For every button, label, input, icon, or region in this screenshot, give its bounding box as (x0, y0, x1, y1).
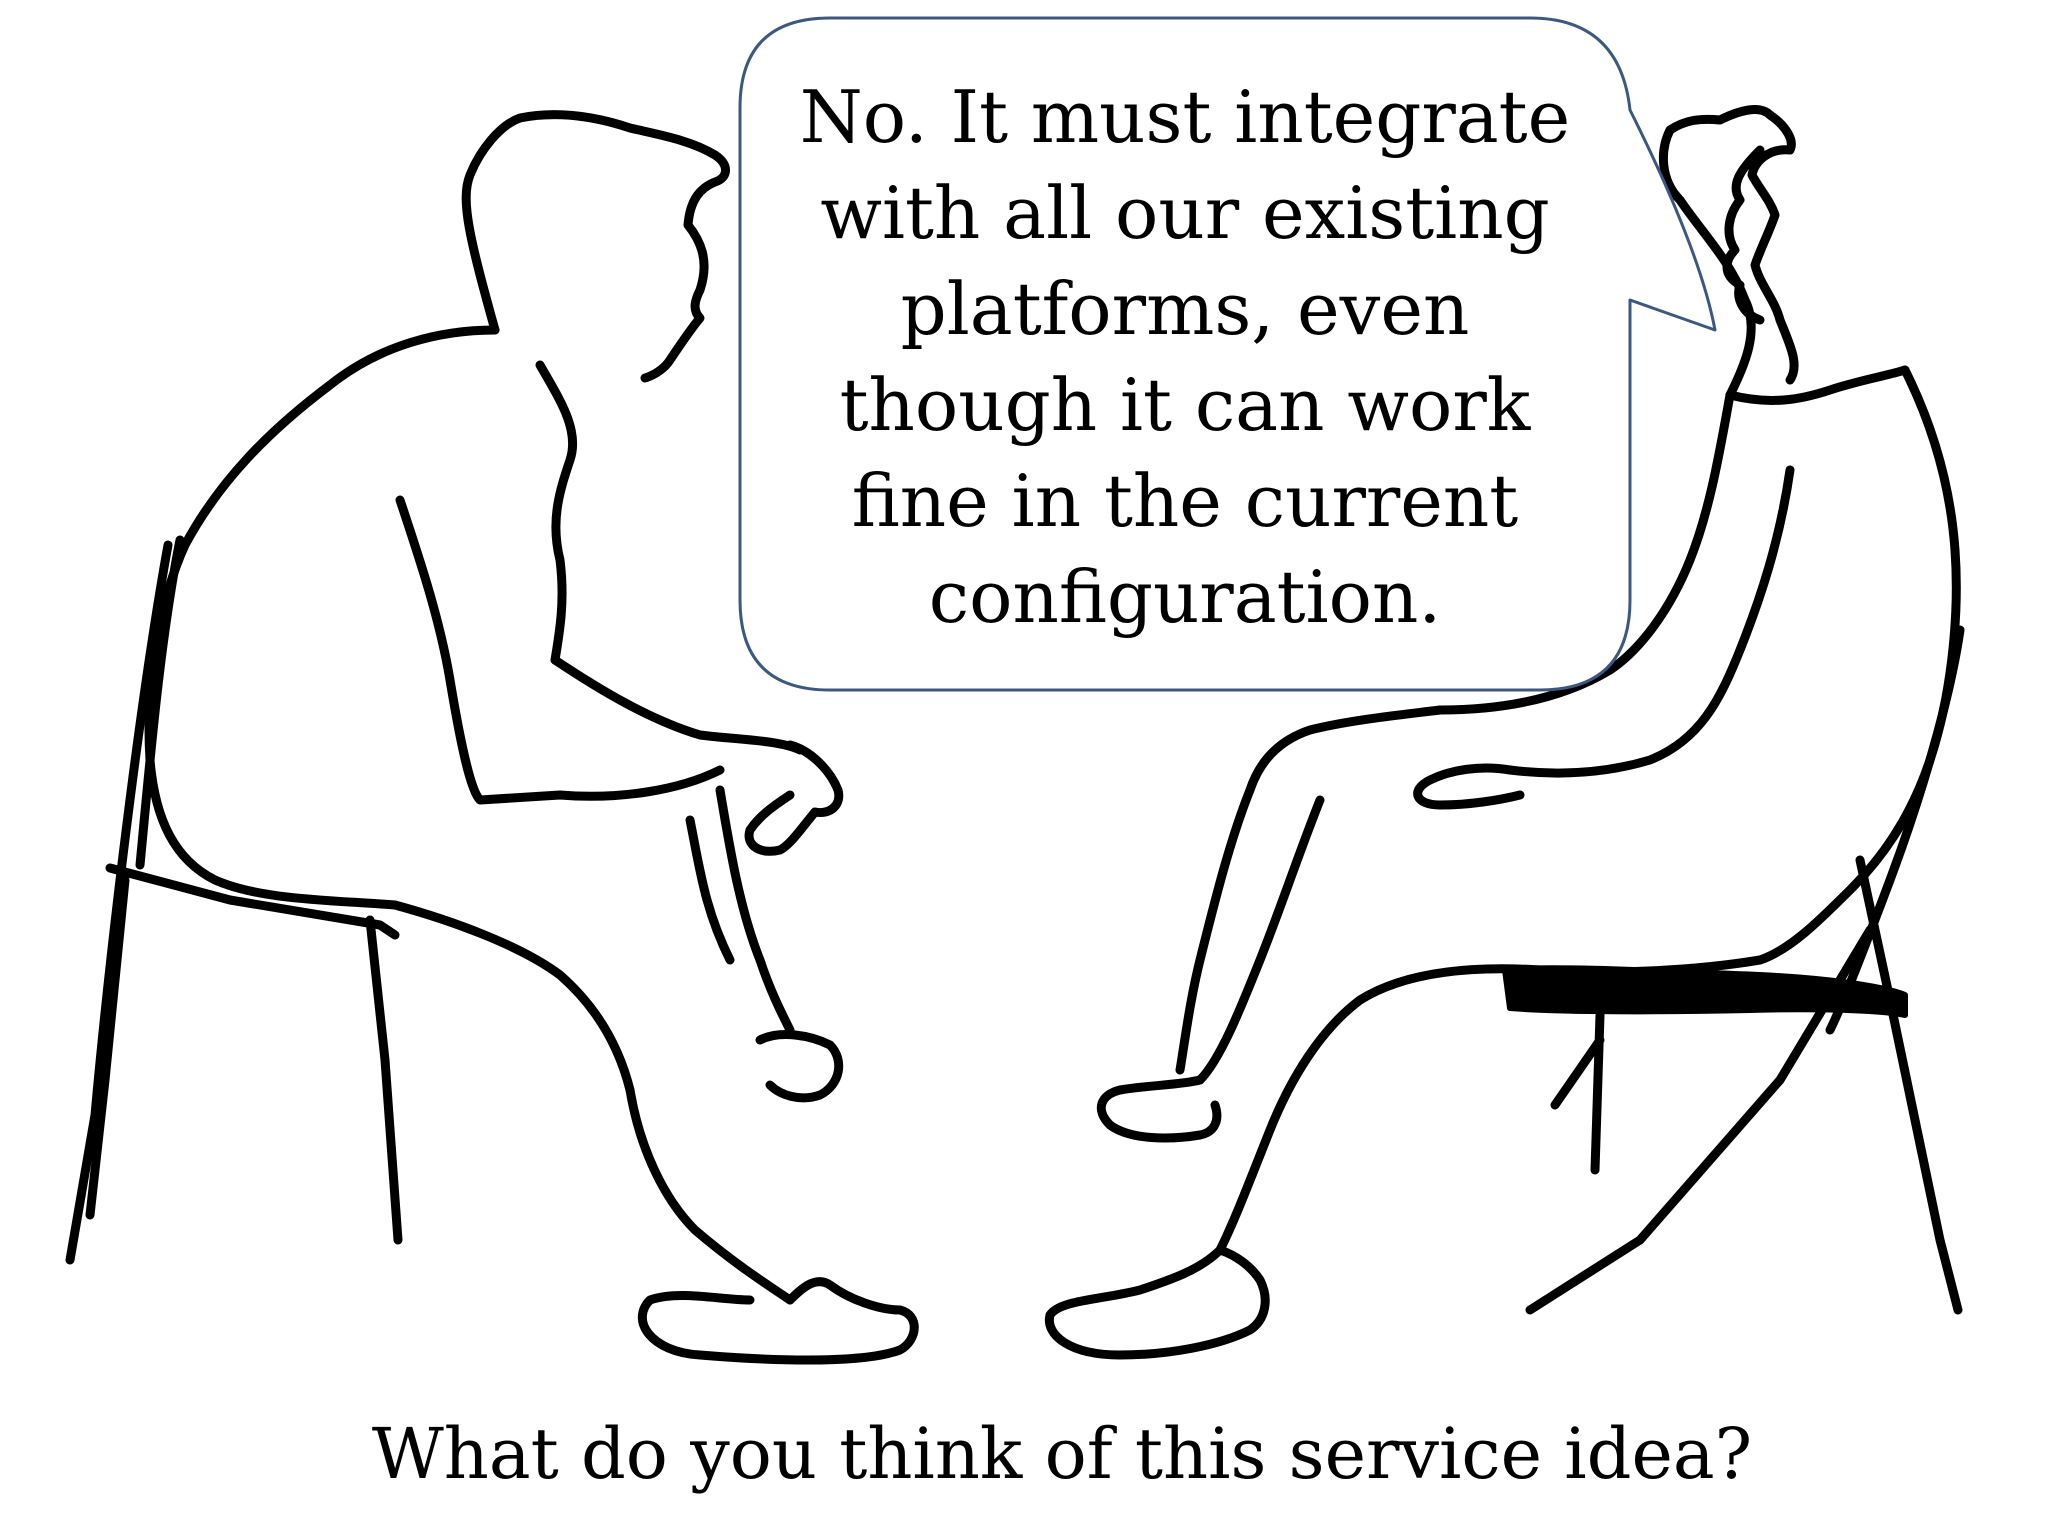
bubble-line-3: platforms, even (901, 267, 1470, 351)
left-man-hands (744, 740, 844, 856)
left-man-shin-rear (625, 1085, 795, 1305)
bubble-line-1: No. It must integrate (800, 75, 1570, 159)
left-man-back (144, 325, 500, 910)
left-man-knee (685, 815, 735, 965)
bubble-line-2: with all our existing (820, 171, 1549, 255)
left-chair-rear-leg (85, 875, 130, 1220)
bubble-line-4: though it can work (840, 363, 1532, 447)
right-man (1044, 105, 1961, 1360)
right-man-chest (1435, 390, 1735, 715)
left-chair-front-leg (365, 915, 403, 1245)
left-man-head (461, 110, 730, 383)
cartoon-caption: What do you think of this service idea? (372, 1413, 1752, 1495)
left-man-front-torso (535, 360, 578, 665)
left-man (144, 110, 919, 1365)
left-man-forearm (550, 655, 805, 755)
left-man-shin-front (715, 785, 795, 1035)
speech-bubble (738, 16, 1717, 692)
left-man-thigh (390, 900, 635, 1095)
left-man-arm (395, 495, 725, 805)
bubble-line-6: configuration. (929, 555, 1441, 639)
left-chair-seat (105, 863, 400, 940)
bubble-line-5: fine in the current (852, 459, 1518, 543)
right-man-head (1658, 105, 1799, 400)
left-chair-back (65, 540, 173, 1265)
right-man-back (1755, 365, 1961, 965)
right-man-hand (1413, 763, 1525, 810)
right-chair-front-leg (1525, 925, 1875, 1315)
right-chair (1502, 625, 1965, 1315)
right-man-face (1722, 145, 1765, 325)
left-man-front-foot (637, 1277, 919, 1365)
right-man-arm (1505, 465, 1795, 778)
speech-bubble-group: No. It must integrate with all our exist… (738, 16, 1717, 692)
right-man-front-foot (1044, 1245, 1270, 1360)
right-man-calf (1195, 795, 1325, 1085)
left-man-back-foot (755, 1030, 844, 1103)
right-man-thigh-lower (1215, 955, 1765, 1255)
right-man-collar (1725, 365, 1910, 405)
right-chair-brace (1550, 1010, 1605, 1175)
right-man-lap (1175, 705, 1445, 1075)
right-chair-back-leg (1855, 855, 1963, 1315)
right-man-back-foot (1096, 1075, 1222, 1143)
